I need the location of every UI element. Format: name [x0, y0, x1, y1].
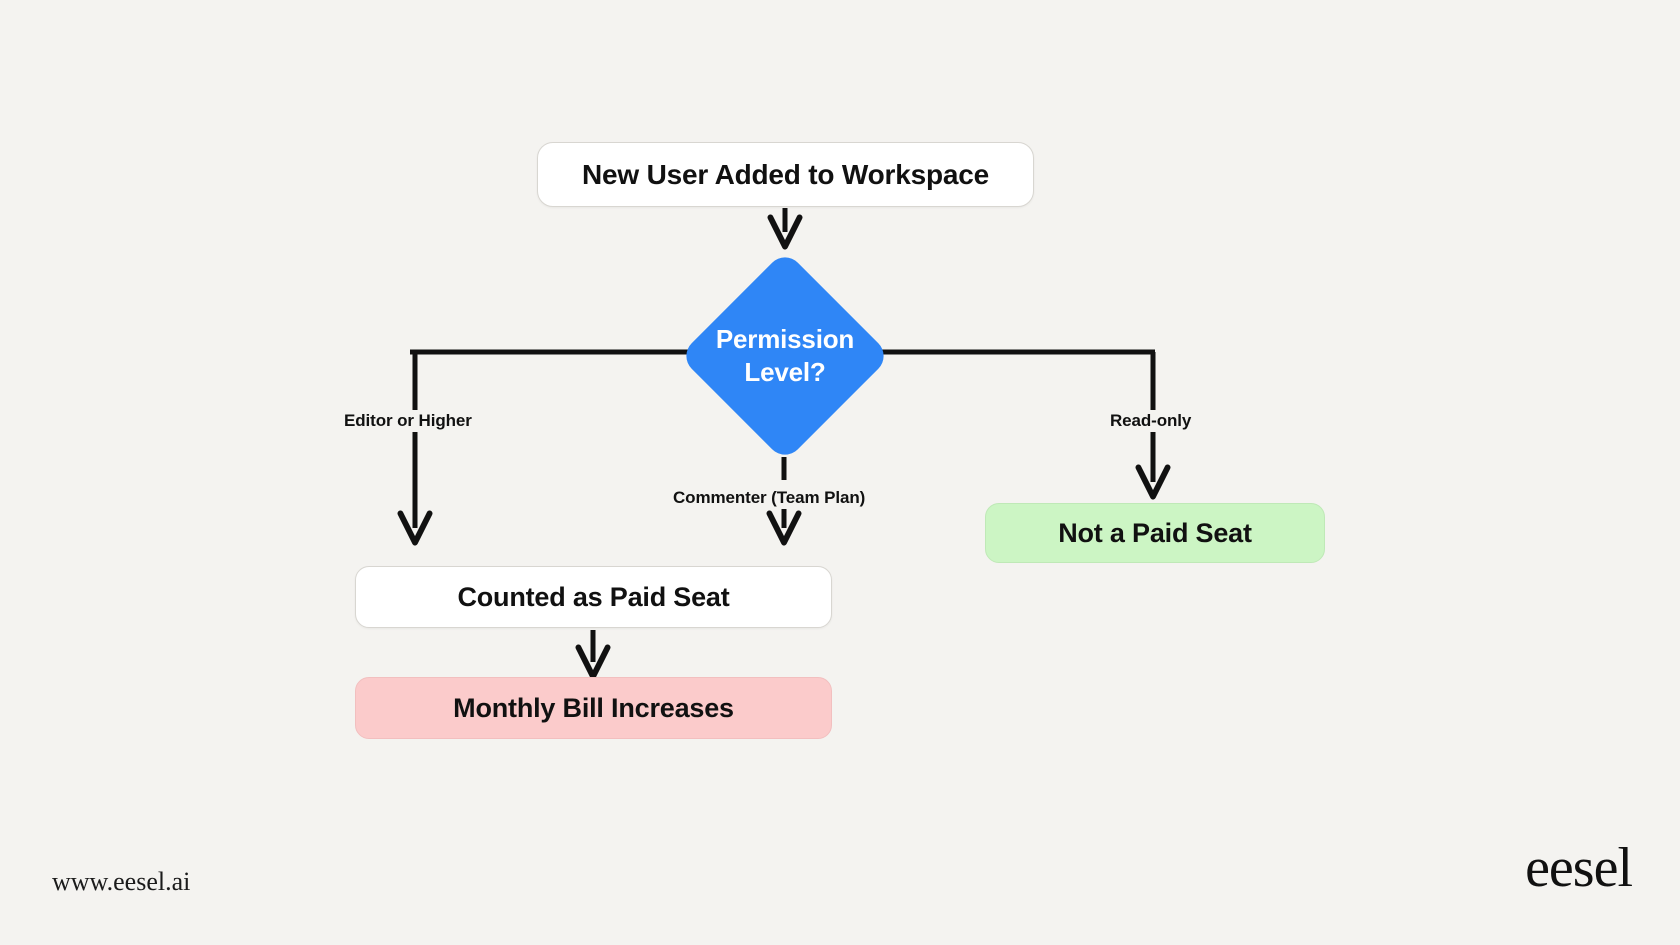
- node-monthly-bill-increases[interactable]: Monthly Bill Increases: [355, 677, 832, 739]
- node-counted-as-paid-seat[interactable]: Counted as Paid Seat: [355, 566, 832, 628]
- diamond-label-line2: Level?: [744, 357, 826, 387]
- diamond-label-group: Permission Level?: [680, 251, 890, 461]
- eesel-logo: eesel: [1525, 837, 1633, 899]
- node-new-user-added[interactable]: New User Added to Workspace: [537, 142, 1034, 207]
- node-permission-level[interactable]: Permission Level?: [678, 249, 892, 463]
- edge-label-commenter-team-plan: Commenter (Team Plan): [669, 487, 870, 509]
- edge-label-read-only: Read-only: [1106, 410, 1196, 432]
- diamond-label-line1: Permission: [715, 323, 855, 354]
- footer-website-url: www.eesel.ai: [52, 867, 191, 896]
- node-not-a-paid-seat[interactable]: Not a Paid Seat: [985, 503, 1325, 563]
- edge-label-editor-or-higher: Editor or Higher: [340, 410, 476, 432]
